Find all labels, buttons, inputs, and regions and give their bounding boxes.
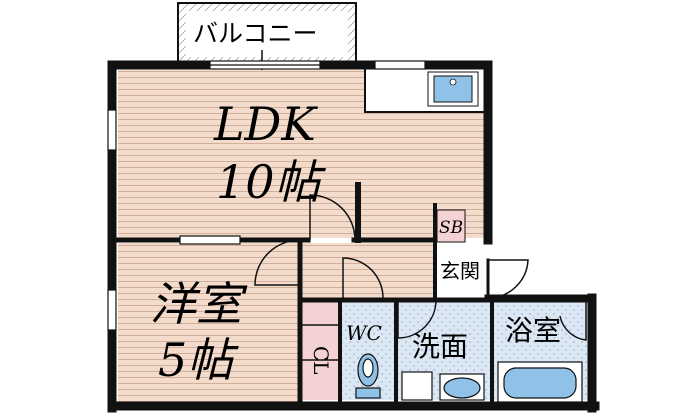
closet-floor — [302, 302, 338, 400]
windows — [107, 60, 426, 331]
bathroom-label: 浴室 — [505, 314, 561, 347]
shoebox-label: SB — [439, 218, 463, 238]
bedroom-label: 洋室 — [150, 277, 248, 331]
toilet-label: WC — [346, 321, 382, 345]
bedroom-floor — [118, 243, 298, 403]
doors — [254, 194, 587, 361]
ldk-label: LDK — [213, 97, 318, 151]
kitchen-counter — [364, 67, 486, 113]
washbasin-fixture — [401, 371, 485, 401]
bathtub-fixture — [497, 361, 583, 403]
bedroom-size-label: 5帖 — [158, 333, 239, 387]
balcony-label: バルコニー — [193, 19, 318, 48]
balcony — [177, 2, 357, 78]
hall-floor — [300, 243, 435, 298]
toilet-fixture — [355, 353, 381, 399]
entrance-floor — [437, 243, 487, 298]
closet-label: CL — [309, 346, 333, 375]
entrance-label: 玄関 — [440, 259, 480, 283]
ldk-size-label: 10帖 — [216, 155, 327, 209]
washroom-label: 洗面 — [412, 330, 468, 363]
